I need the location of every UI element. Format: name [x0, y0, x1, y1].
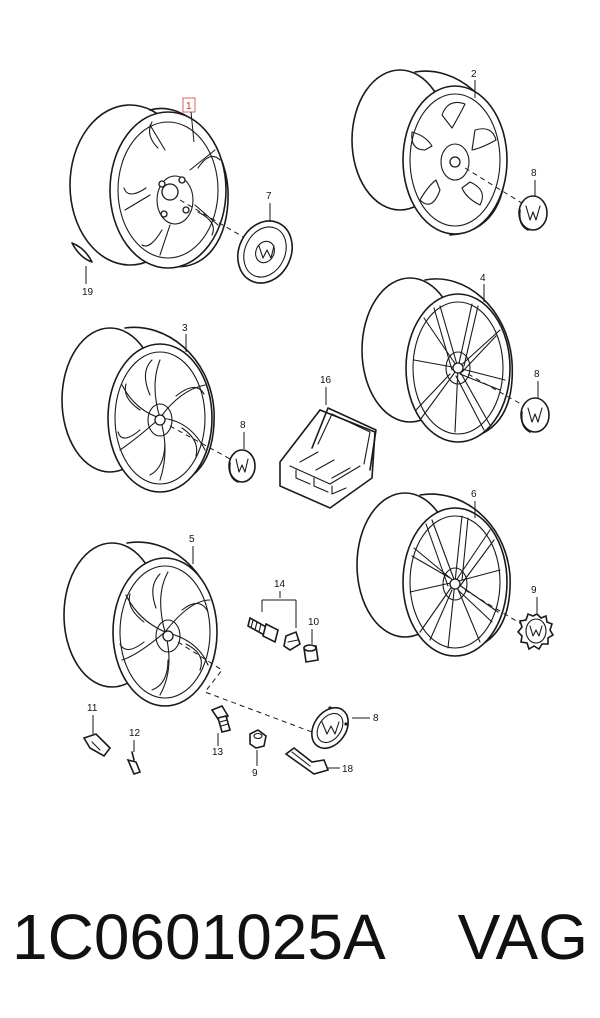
nut-16	[283, 630, 301, 651]
emblem-plate-9	[311, 706, 349, 750]
callout-15: 13	[212, 747, 224, 758]
callout-10: 9	[531, 585, 537, 596]
center-cap-8-a	[518, 195, 548, 231]
footer: 1C0601025A VAG	[0, 895, 600, 985]
callout-17: 19	[82, 287, 94, 298]
callout-14: 12	[129, 728, 141, 739]
valve-13	[82, 733, 112, 758]
center-cap-10	[516, 612, 555, 651]
nut-11	[249, 729, 267, 749]
callout-13: 11	[87, 703, 98, 714]
wheel-2	[351, 69, 526, 236]
wheel-6	[356, 492, 529, 657]
balance-weight-17	[71, 242, 93, 263]
bolt-16	[247, 616, 279, 644]
brand-label: VAG	[457, 901, 588, 973]
callout-3: 3	[182, 323, 188, 334]
center-cap-8-c	[228, 449, 256, 483]
hub-cap-7	[237, 220, 293, 284]
wheel-5	[63, 541, 321, 736]
callout-18: 16	[320, 375, 332, 386]
callout-2: 2	[471, 69, 477, 80]
callout-1: 1	[186, 101, 192, 112]
callout-11: 9	[252, 768, 258, 779]
callout-16: 14	[274, 579, 286, 590]
part-number: 1C0601025A	[12, 901, 386, 973]
wheel-1	[69, 104, 263, 269]
valve-core-14	[126, 751, 142, 775]
tool-case-18	[279, 407, 377, 509]
callout-9: 8	[373, 713, 379, 724]
callout-12: 10	[308, 617, 320, 628]
callout-19: 18	[342, 764, 354, 775]
center-cap-8-b	[520, 397, 550, 433]
callout-8-b: 8	[534, 369, 540, 380]
lock-cap-12	[303, 644, 319, 663]
callout-5: 5	[189, 534, 195, 545]
callout-1-highlight-box	[182, 97, 196, 113]
callout-8-a: 8	[531, 168, 537, 179]
callout-7: 7	[266, 191, 272, 202]
wheel-bolt-15	[210, 705, 231, 733]
puller-tool-19	[284, 746, 330, 775]
callout-8-c: 8	[240, 420, 246, 431]
callout-6: 6	[471, 489, 477, 500]
wheel-4	[361, 277, 529, 443]
callout-4: 4	[480, 273, 486, 284]
wheel-3	[61, 326, 233, 493]
